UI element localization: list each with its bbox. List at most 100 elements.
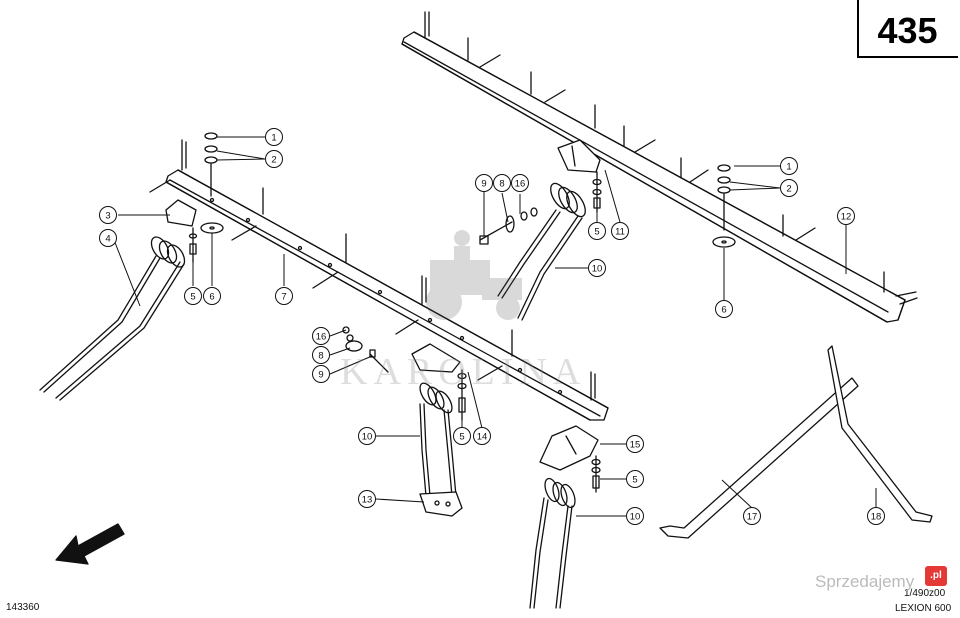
footer-right-code: 1/490z00 xyxy=(904,588,946,599)
callout-label: 9 xyxy=(318,369,323,380)
callout-circle xyxy=(99,206,117,224)
callout-c7: 7 xyxy=(275,287,293,305)
spring-tine-left xyxy=(39,199,198,401)
callout-circle xyxy=(473,427,491,445)
callout-label: 2 xyxy=(271,154,276,165)
direction-arrow xyxy=(55,523,125,565)
callout-label: 6 xyxy=(209,291,214,302)
callout-c5a: 5 xyxy=(184,287,202,305)
sprzedajemy-watermark: Sprzedajemy .pl xyxy=(815,566,955,594)
callout-c18: 18 xyxy=(867,507,885,525)
callout-circle xyxy=(99,229,117,247)
callout-label: 10 xyxy=(362,431,373,442)
callout-c3: 3 xyxy=(99,206,117,224)
footer-left-code: 143360 xyxy=(6,602,40,613)
spring-tine-middle xyxy=(342,326,467,517)
callout-circle xyxy=(265,128,283,146)
callout-c11: 11 xyxy=(611,222,629,240)
watermark-text: KAROLINA xyxy=(340,351,587,393)
callout-c9b: 9 xyxy=(312,365,330,383)
callout-c1a: 1 xyxy=(265,128,283,146)
callout-c10a: 10 xyxy=(588,259,606,277)
callout-c16b: 16 xyxy=(312,327,330,345)
page-number-box-rule xyxy=(858,56,958,58)
callout-circle xyxy=(511,174,529,192)
callout-c15: 15 xyxy=(626,435,644,453)
callout-label: 6 xyxy=(721,304,726,315)
spring-tine-upper-middle xyxy=(479,182,586,321)
tine-bar-upper xyxy=(401,11,918,323)
tractor-logo-icon xyxy=(426,230,522,320)
callout-label: 5 xyxy=(459,431,464,442)
page-number: 435 xyxy=(877,10,938,51)
callout-circle xyxy=(312,327,330,345)
callout-c13: 13 xyxy=(358,490,376,508)
callout-c6a: 6 xyxy=(203,287,221,305)
callout-c16a: 16 xyxy=(511,174,529,192)
sprzedajemy-badge: .pl xyxy=(925,566,947,586)
callout-circle xyxy=(837,207,855,225)
callout-label: 9 xyxy=(481,178,486,189)
callout-label: 5 xyxy=(190,291,195,302)
callout-circle xyxy=(358,427,376,445)
hardware-stack-left xyxy=(200,132,224,234)
tine-bar-lower xyxy=(149,139,609,421)
callout-c14: 14 xyxy=(473,427,491,445)
callout-c8a: 8 xyxy=(493,174,511,192)
callout-label: 10 xyxy=(592,263,603,274)
spring-tine-lower-middle xyxy=(529,425,601,609)
callout-c6b: 6 xyxy=(715,300,733,318)
callout-circle xyxy=(743,507,761,525)
watermark-logo xyxy=(410,220,540,330)
callout-circle xyxy=(453,427,471,445)
callout-label: 14 xyxy=(477,431,488,442)
callout-label: 13 xyxy=(362,494,373,505)
callout-circle xyxy=(780,157,798,175)
callout-circle xyxy=(626,507,644,525)
callout-circle xyxy=(715,300,733,318)
callout-circle xyxy=(780,179,798,197)
support-rod-17 xyxy=(659,377,859,539)
callout-c8b: 8 xyxy=(312,346,330,364)
callout-circle xyxy=(626,435,644,453)
callout-circle xyxy=(626,470,644,488)
callout-circle xyxy=(275,287,293,305)
callout-label: 1 xyxy=(271,132,276,143)
callout-label: 12 xyxy=(841,211,852,222)
callout-c17: 17 xyxy=(743,507,761,525)
callout-label: 8 xyxy=(318,350,323,361)
callout-circle xyxy=(358,490,376,508)
callout-circle xyxy=(611,222,629,240)
callout-circle xyxy=(475,174,493,192)
page-number-box-left xyxy=(857,0,859,58)
sprzedajemy-text: Sprzedajemy xyxy=(815,572,915,591)
callout-c2b: 2 xyxy=(780,179,798,197)
callout-label: 8 xyxy=(499,178,504,189)
callout-label: 3 xyxy=(105,210,110,221)
callout-label: 2 xyxy=(786,183,791,194)
callout-label: 5 xyxy=(594,226,599,237)
callout-circle xyxy=(312,346,330,364)
callout-c12: 12 xyxy=(837,207,855,225)
callout-c9a: 9 xyxy=(475,174,493,192)
callout-c5d: 5 xyxy=(626,470,644,488)
callout-circle xyxy=(493,174,511,192)
callout-c5c: 5 xyxy=(453,427,471,445)
callout-c10c: 10 xyxy=(626,507,644,525)
support-rod-18 xyxy=(827,345,933,523)
leader-lines xyxy=(113,136,877,517)
callout-label: 16 xyxy=(316,331,327,342)
footer-model: LEXION 600 xyxy=(895,603,952,614)
callout-c2a: 2 xyxy=(265,150,283,168)
callout-label: 15 xyxy=(630,439,641,450)
callout-circle xyxy=(265,150,283,168)
callout-circle xyxy=(588,259,606,277)
callout-label: 18 xyxy=(871,511,882,522)
callout-label: 10 xyxy=(630,511,641,522)
callout-circle xyxy=(184,287,202,305)
callout-label: 1 xyxy=(786,161,791,172)
callout-circle xyxy=(588,222,606,240)
callout-c4: 4 xyxy=(99,229,117,247)
